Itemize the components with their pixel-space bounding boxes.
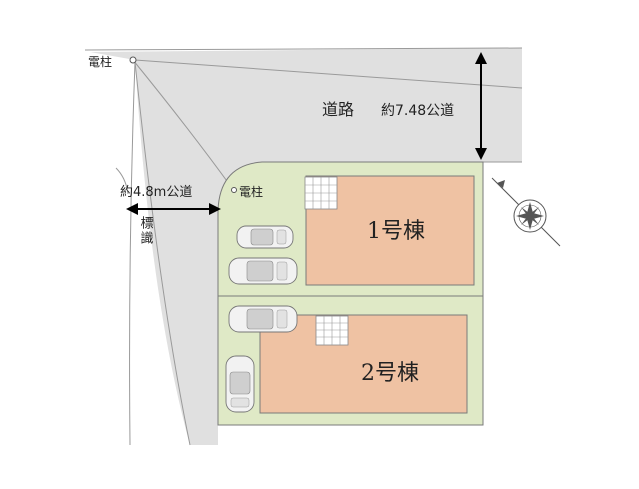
sign-label: 標識: [138, 216, 154, 246]
curve-mark: [115, 167, 129, 195]
stairs-grid-icon: [304, 176, 338, 210]
pole-wire: [132, 59, 233, 189]
side-road-edge: [129, 61, 136, 446]
side-road-edge: [134, 61, 191, 446]
dimension-arrow-icon: [475, 52, 487, 160]
car-icon: [228, 257, 298, 285]
dimension-arrow-icon: [126, 203, 221, 215]
building-2-label: 2号棟: [361, 361, 419, 386]
building-1: [305, 175, 475, 286]
building-1-label: 1号棟: [367, 219, 425, 244]
utility-pole-label-lot: 電柱: [239, 184, 263, 199]
car-icon: [225, 355, 255, 413]
stairs-grid-icon: [315, 315, 349, 346]
main-road-width: 約7.48公道: [381, 103, 454, 119]
car-icon: [228, 305, 298, 333]
utility-pole-icon: [231, 187, 237, 193]
side-road-width: 約4.8m公道: [120, 185, 192, 200]
utility-pole-label-top: 電柱: [88, 54, 112, 69]
compass-icon: [491, 177, 561, 247]
main-road: [90, 48, 522, 445]
main-road-label: 道路: [322, 100, 354, 119]
building-2: [259, 314, 468, 414]
car-icon: [236, 225, 294, 249]
road-edge-line: [84, 47, 523, 51]
road-edge-line: [134, 59, 523, 89]
utility-pole-icon: [129, 56, 137, 64]
